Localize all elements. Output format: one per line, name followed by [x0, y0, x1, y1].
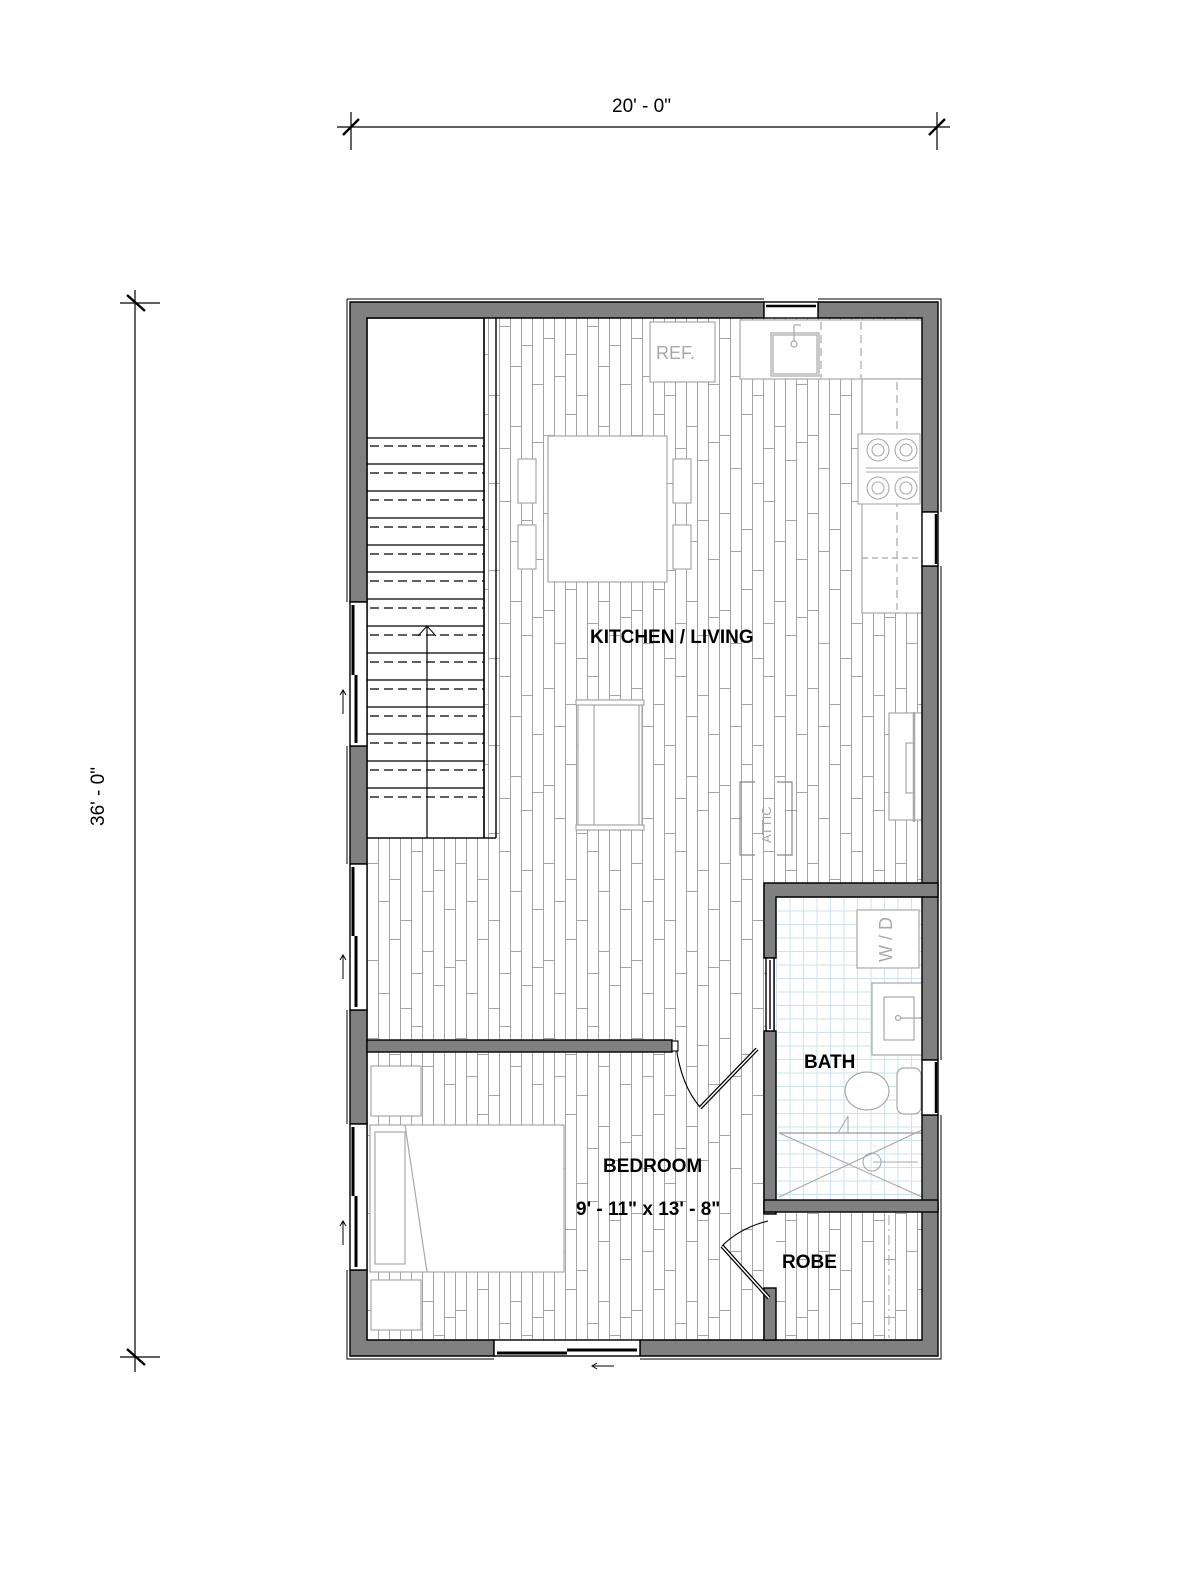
kitchen-sink — [770, 324, 820, 377]
door-robe — [720, 1220, 771, 1300]
stair-direction-arrow-icon — [417, 625, 437, 637]
door-bath — [765, 957, 775, 1032]
room-label-robe: ROBE — [782, 1252, 837, 1273]
refrigerator — [649, 321, 716, 383]
tv-unit — [888, 712, 923, 822]
window-left-stair — [349, 601, 368, 747]
window-left-bedroom — [349, 1123, 368, 1271]
room-size-bedroom: 9' - 11" x 13' - 8" — [576, 1199, 721, 1220]
washer-dryer-label: W / D — [876, 917, 896, 962]
toilet — [844, 1067, 922, 1115]
dimension-depth-label: 36' - 0" — [88, 767, 109, 826]
washer-dryer — [856, 909, 920, 969]
nightstand-top — [370, 1065, 422, 1117]
window-right-bath — [921, 1059, 939, 1116]
dimension-width — [337, 112, 950, 150]
stair — [366, 317, 497, 839]
dining-table — [517, 435, 692, 583]
dimension-depth — [120, 290, 160, 1372]
shower — [778, 1115, 923, 1198]
window-left-living — [349, 863, 368, 1011]
stair-nosing-dashes — [370, 445, 484, 798]
floor-robe — [776, 1212, 922, 1340]
door-bedroom — [671, 1040, 759, 1110]
room-label-kitchen-living: KITCHEN / LIVING — [590, 627, 754, 648]
nightstand-bottom — [370, 1279, 422, 1331]
attic-hatch — [739, 781, 793, 856]
range-cooktop — [857, 433, 921, 505]
exterior-wall-outline — [346, 298, 942, 1360]
bed — [369, 1124, 565, 1273]
room-label-bath: BATH — [804, 1052, 856, 1073]
room-label-bedroom: BEDROOM — [603, 1156, 703, 1177]
interior-walls — [366, 882, 939, 1341]
window-slide-arrow-icon — [339, 689, 614, 1370]
window-bottom-bedroom — [493, 1339, 641, 1357]
window-top — [763, 301, 819, 319]
attic-label: ATTIC — [759, 806, 774, 843]
sofa — [575, 699, 645, 831]
window-right-kitchen — [921, 511, 939, 567]
refrigerator-label: REF. — [656, 343, 696, 363]
dimension-width-label: 20' - 0" — [612, 96, 671, 117]
bath-vanity — [871, 982, 925, 1056]
